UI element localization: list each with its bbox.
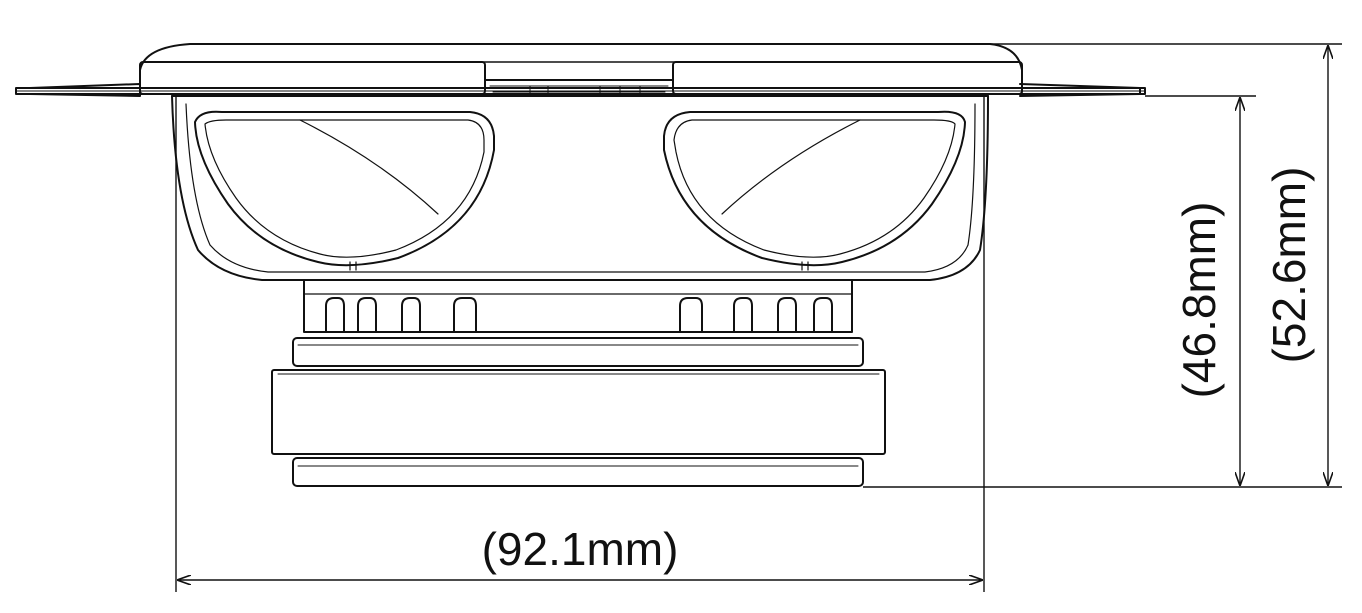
- basket-window-right: [663, 110, 966, 271]
- magnet: [271, 369, 886, 455]
- back-plate: [292, 457, 864, 487]
- basket-window-left: [194, 110, 495, 271]
- basket-frame: [171, 95, 989, 281]
- total-depth-dimension-label: (52.6mm): [1263, 167, 1315, 364]
- grille-top: [139, 43, 1023, 95]
- mount-depth-dimension-label: (46.8mm): [1173, 202, 1225, 399]
- top-plate: [292, 337, 864, 367]
- motor-vent-ring: [303, 279, 853, 333]
- width-dimension-label: (92.1mm): [482, 523, 679, 575]
